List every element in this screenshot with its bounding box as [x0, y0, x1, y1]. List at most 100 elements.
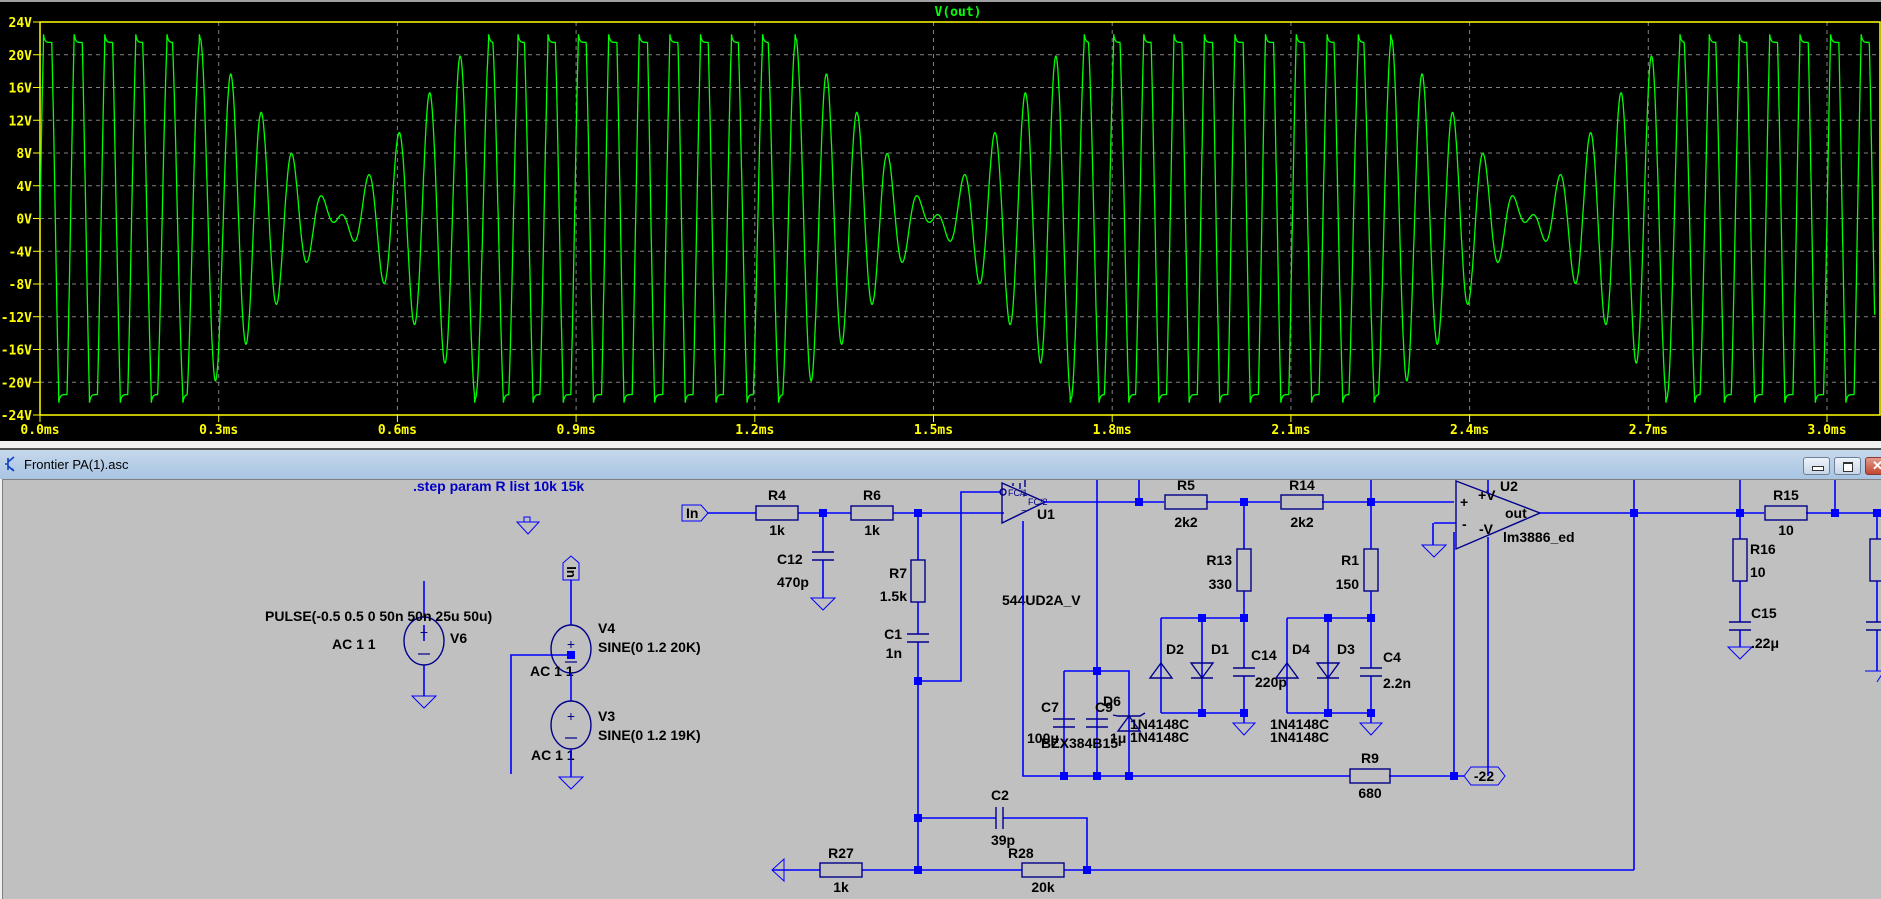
plus-sign: +	[567, 708, 575, 724]
ground-symbol	[557, 776, 585, 790]
y-tick-label: -12V	[1, 311, 32, 326]
junction	[1198, 614, 1206, 622]
close-icon: ✕	[1872, 458, 1881, 473]
resistor-r14[interactable]: R14 2k2	[1280, 479, 1324, 530]
diode-d3[interactable]: D3	[1315, 641, 1355, 680]
opamp-u2[interactable]: + - +V -V out U2 lm3886_ed	[1420, 479, 1575, 558]
resistor-r16[interactable]: R16 10	[1732, 538, 1776, 582]
y-tick-label: 8V	[16, 147, 32, 162]
schematic-canvas[interactable]: .step param R list 10k 15k + PULSE(-0.5 …	[2, 479, 1881, 899]
diode-d1[interactable]: D1	[1189, 641, 1229, 680]
capacitor-c2[interactable]: C2 39p	[991, 787, 1015, 848]
source-v4[interactable]: V4 SINE(0 1.2 20K) AC 1 1	[530, 620, 701, 679]
resistor-r5[interactable]: R5 2k2	[1164, 479, 1208, 530]
x-tick-label: 2.1ms	[1271, 423, 1310, 438]
maximize-button[interactable]	[1834, 457, 1861, 475]
junction	[1324, 709, 1332, 717]
resistor-r15[interactable]: R15 10	[1764, 487, 1808, 538]
r1-value: 150	[1336, 576, 1360, 592]
resistor-r4[interactable]: R4 1k	[755, 487, 799, 538]
ground-arrow	[771, 857, 785, 883]
u1-pin-fc1: FC/1	[1008, 488, 1028, 498]
junction	[1324, 614, 1332, 622]
y-tick-label: -16V	[1, 344, 32, 359]
resistor-r1[interactable]: R1 150	[1336, 548, 1379, 592]
x-tick-label: 2.4ms	[1450, 423, 1489, 438]
capacitor-c9[interactable]: C9 1μ	[1086, 699, 1126, 746]
y-tick-label: 20V	[9, 49, 33, 64]
x-tick-label: 2.7ms	[1629, 423, 1668, 438]
d6-value: BZX384B15	[1041, 735, 1118, 751]
u2-vpos: +V	[1478, 487, 1496, 503]
close-button[interactable]: ✕	[1865, 457, 1881, 475]
zener-diode-d6[interactable]: D6 BZX384B15	[1041, 693, 1146, 751]
x-tick-label: 1.2ms	[735, 423, 774, 438]
capacitor-c7[interactable]: C7 100μ	[1027, 699, 1075, 746]
v3-value: SINE(0 1.2 19K)	[598, 727, 701, 743]
resistor-r7[interactable]: R7 1.5k	[880, 559, 926, 604]
resistor-r13[interactable]: R13 330	[1206, 548, 1252, 592]
waveform-plot[interactable]: 24V20V16V12V8V4V0V-4V-8V-12V-16V-20V-24V…	[0, 2, 1881, 443]
resistor-r28[interactable]: R28 20k	[1008, 845, 1065, 895]
resistor-partial	[1869, 538, 1881, 582]
c14-value: 220p	[1255, 674, 1287, 690]
resistor-r9[interactable]: R9 680	[1349, 750, 1391, 801]
r27-value: 1k	[833, 879, 849, 895]
capacitor-c14[interactable]: C14 220p	[1233, 647, 1287, 690]
schematic-title-bar[interactable]: Frontier PA(1).asc ✕	[0, 450, 1881, 479]
v6-name: V6	[450, 630, 467, 646]
junction	[1198, 709, 1206, 717]
y-tick-label: -20V	[1, 376, 32, 391]
diode-d2[interactable]: D2	[1148, 641, 1184, 679]
r4-value: 1k	[769, 522, 785, 538]
resistor-r27[interactable]: R27 1k	[819, 845, 863, 895]
net-label-in[interactable]: In	[681, 504, 709, 522]
d2-value: 1N4148C	[1130, 716, 1189, 732]
c4-name: C4	[1383, 649, 1401, 665]
r7-name: R7	[889, 565, 907, 581]
trace-label-vout[interactable]: V(out)	[935, 5, 982, 20]
r4-name: R4	[768, 487, 786, 503]
r13-value: 330	[1209, 576, 1233, 592]
d1-name: D1	[1211, 641, 1229, 657]
d3-name: D3	[1337, 641, 1355, 657]
capacitor-c15[interactable]: C15 .22μ	[1726, 605, 1779, 660]
y-tick-label: -24V	[1, 409, 32, 424]
capacitor-c4[interactable]: C4 2.2n	[1360, 649, 1411, 691]
x-tick-label: 0.3ms	[199, 423, 238, 438]
junction	[1083, 866, 1091, 874]
net-label-in-vertical[interactable]: In	[562, 555, 580, 581]
source-v3[interactable]: + V3 SINE(0 1.2 19K) AC 1 1	[531, 700, 701, 763]
c2-value: 39p	[991, 832, 1015, 848]
resistor-r6[interactable]: R6 1k	[850, 487, 894, 538]
v3-name: V3	[598, 708, 615, 724]
source-v6[interactable]: + PULSE(-0.5 0.5 0 50n 50n 25u 50u) AC 1…	[265, 581, 492, 709]
r14-value: 2k2	[1290, 514, 1314, 530]
v4-ac: AC 1 1	[530, 663, 574, 679]
junction	[1367, 614, 1375, 622]
net-label-neg22[interactable]: -22	[1463, 766, 1506, 786]
net-label-text: In	[686, 505, 698, 521]
transistor-icon	[5, 456, 15, 472]
ground-symbol	[1865, 670, 1881, 683]
opamp-u1[interactable]: FC/1 FC/2 + − U1 544UD2A_V	[999, 479, 1081, 608]
c1-value: 1n	[886, 645, 902, 661]
diode-d4[interactable]: D4	[1274, 641, 1310, 679]
c7-name: C7	[1041, 699, 1059, 715]
r28-value: 20k	[1031, 879, 1055, 895]
x-tick-label: 0.0ms	[20, 423, 59, 438]
step-directive[interactable]: .step param R list 10k 15k	[413, 479, 584, 494]
minimize-button[interactable]	[1803, 457, 1830, 475]
trace-vout[interactable]	[39, 34, 1876, 403]
y-tick-label: 24V	[9, 16, 33, 31]
junction	[1367, 709, 1375, 717]
plot-grid	[40, 22, 1880, 415]
capacitor-c1[interactable]: C1 1n	[884, 626, 929, 661]
capacitor-c12[interactable]: C12 470p	[777, 513, 837, 611]
pane-splitter[interactable]	[0, 441, 1881, 450]
d1-value: 1N4148C	[1130, 729, 1189, 745]
u2-model: lm3886_ed	[1503, 529, 1575, 545]
